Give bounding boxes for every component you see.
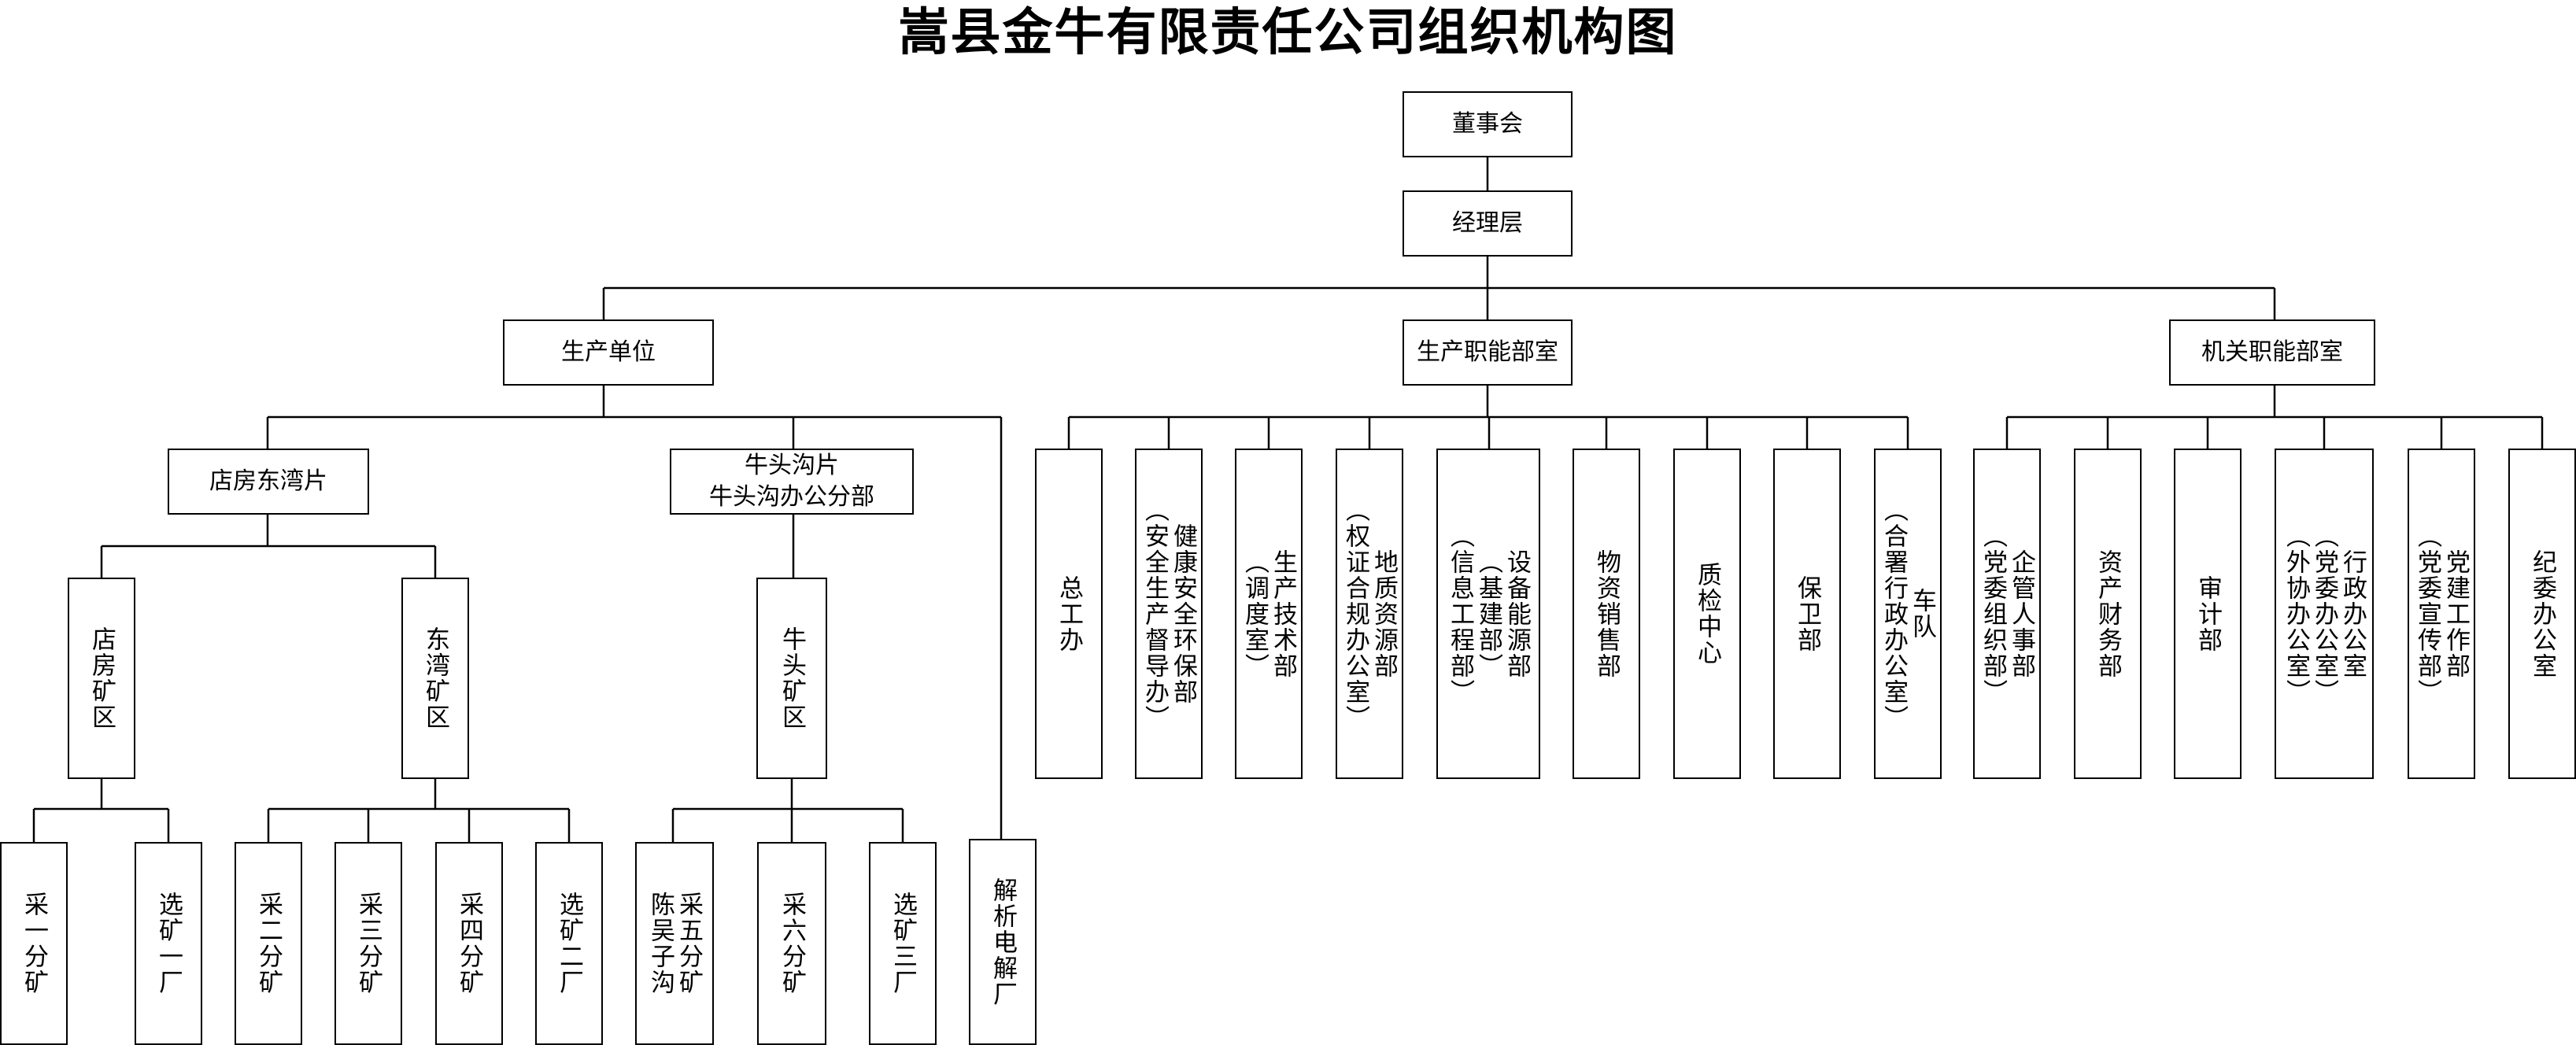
node-qiguan: 企管人事部 （党委组织部） (1973, 449, 2041, 779)
node-xuan3-label: 选矿三厂 (889, 892, 917, 995)
node-cai5: 采五分矿 陈吴子沟 (635, 842, 714, 1045)
node-shenji: 审计部 (2174, 449, 2242, 779)
node-zonggong-label: 总工办 (1055, 574, 1083, 653)
node-cai2-label: 采二分矿 (254, 892, 283, 995)
node-board: 董事会 (1403, 91, 1573, 157)
node-cai1-label: 采一分矿 (20, 892, 48, 995)
node-qiguan-label: 企管人事部 （党委组织部） (1979, 522, 2035, 705)
node-jiankang: 健康安全环保部 （安全生产督导办） (1135, 449, 1203, 779)
node-xuan1-label: 选矿一厂 (154, 892, 183, 995)
node-cai6: 采六分矿 (757, 842, 826, 1045)
node-admin-depts: 机关职能部室 (2169, 319, 2375, 386)
node-zichan-label: 资产财务部 (2094, 548, 2122, 679)
node-chedui: 车队 （合署行政办公室） (1874, 449, 1942, 779)
node-jiankang-label: 健康安全环保部 （安全生产督导办） (1140, 497, 1197, 731)
node-production-depts-label: 生产职能部室 (1417, 338, 1558, 366)
node-dizhi: 地质资源部 （权证合规办公室） (1336, 449, 1403, 779)
node-dongwan-mine-label: 东湾矿区 (421, 626, 449, 730)
node-cai4-label: 采四分矿 (455, 892, 483, 995)
node-zhijian-label: 质检中心 (1693, 562, 1721, 666)
node-baowei: 保卫部 (1773, 449, 1841, 779)
node-niutou-area-label: 牛头沟片 牛头沟办公分部 (709, 452, 874, 511)
node-baowei-label: 保卫部 (1793, 574, 1821, 653)
node-dianfang-dongwan-area: 店房东湾片 (168, 449, 369, 515)
node-dizhi-label: 地质资源部 （权证合规办公室） (1341, 497, 1398, 731)
node-cai2: 采二分矿 (235, 842, 302, 1045)
node-niutou-area: 牛头沟片 牛头沟办公分部 (670, 449, 914, 515)
node-jiexi-label: 解析电解厂 (989, 877, 1017, 1007)
node-dianfang-mine-label: 店房矿区 (87, 626, 116, 730)
node-xuan2: 选矿二厂 (535, 842, 603, 1045)
node-shengchan-label: 生产技术部 （调度室） (1240, 548, 1297, 679)
node-niutou-mine-label: 牛头矿区 (778, 626, 806, 730)
node-cai4: 采四分矿 (435, 842, 503, 1045)
node-jiwei-label: 纪委办公室 (2528, 548, 2556, 679)
node-shenji-label: 审计部 (2193, 574, 2222, 653)
node-wuzi: 物资销售部 (1573, 449, 1640, 779)
node-cai5-label: 采五分矿 陈吴子沟 (646, 892, 703, 995)
node-cai6-label: 采六分矿 (778, 892, 806, 995)
node-production-depts: 生产职能部室 (1403, 319, 1573, 386)
node-jiwei: 纪委办公室 (2508, 449, 2576, 779)
node-wuzi-label: 物资销售部 (1592, 548, 1621, 679)
node-cai3-label: 采三分矿 (354, 892, 383, 995)
node-management-label: 经理层 (1452, 209, 1523, 237)
node-xuan3: 选矿三厂 (869, 842, 937, 1045)
node-shebei-label: 设备能源部 （基建部） （信息工程部） (1446, 522, 1531, 705)
node-production-units: 生产单位 (503, 319, 714, 386)
node-chedui-label: 车队 （合署行政办公室） (1879, 497, 1936, 731)
node-board-label: 董事会 (1452, 110, 1523, 138)
node-dangjian: 党建工作部 （党委宣传部） (2408, 449, 2475, 779)
node-production-units-label: 生产单位 (561, 338, 656, 366)
chart-title: 嵩县金牛有限责任公司组织机构图 (898, 3, 1678, 62)
node-niutou-mine: 牛头矿区 (756, 578, 827, 779)
node-zhijian: 质检中心 (1673, 449, 1741, 779)
node-zonggong: 总工办 (1035, 449, 1103, 779)
node-xuan1: 选矿一厂 (135, 842, 202, 1045)
node-cai3: 采三分矿 (334, 842, 402, 1045)
node-dongwan-mine: 东湾矿区 (401, 578, 469, 779)
node-xingzheng: 行政办公室 （党委办公室） （外协办公室） (2275, 449, 2374, 779)
node-dianfang-mine: 店房矿区 (68, 578, 135, 779)
node-dianfang-dongwan-area-label: 店房东湾片 (209, 467, 327, 495)
node-admin-depts-label: 机关职能部室 (2201, 338, 2343, 366)
node-zichan: 资产财务部 (2074, 449, 2142, 779)
node-shebei: 设备能源部 （基建部） （信息工程部） (1436, 449, 1540, 779)
node-management: 经理层 (1403, 190, 1573, 257)
node-jiexi: 解析电解厂 (969, 839, 1037, 1045)
node-shengchan: 生产技术部 （调度室） (1235, 449, 1303, 779)
node-xuan2-label: 选矿二厂 (555, 892, 583, 995)
node-xingzheng-label: 行政办公室 （党委办公室） （外协办公室） (2282, 522, 2367, 705)
node-dangjian-label: 党建工作部 （党委宣传部） (2413, 522, 2470, 705)
node-cai1: 采一分矿 (0, 842, 68, 1045)
